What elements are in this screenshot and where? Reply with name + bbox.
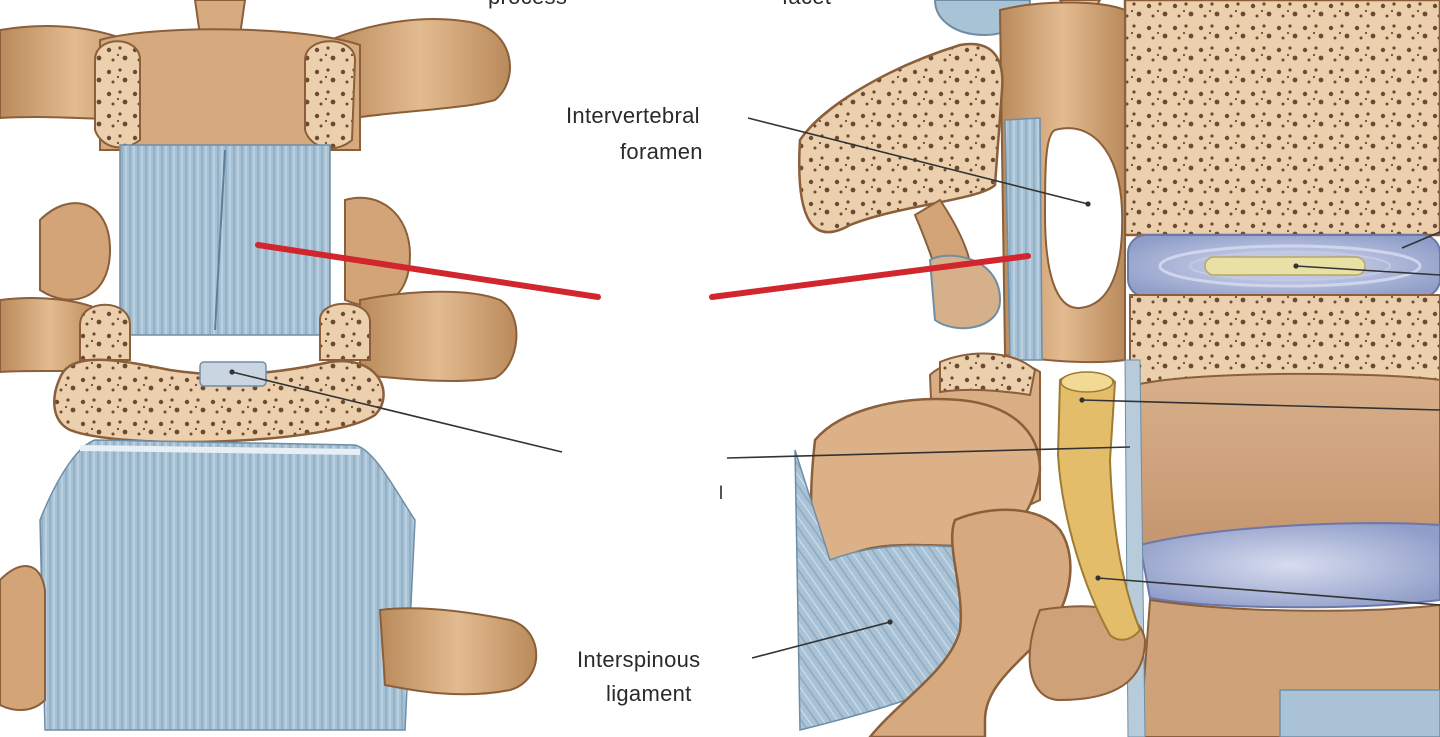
red-marker-right: [709, 253, 1031, 300]
label-facet-partial: facet: [782, 0, 831, 9]
ligamentum-flavum: [119, 144, 331, 336]
leader-line-spinal-cord: [231, 371, 563, 453]
upper-spinous-process-section: [798, 42, 1004, 234]
posterior-view: [0, 0, 538, 731]
leader-line-center: [726, 446, 1131, 459]
label-stray-mark: l: [719, 483, 723, 503]
leader-lines: [231, 117, 1440, 659]
leader-line-lower-nerve: [1097, 577, 1440, 606]
label-intervertebral-line1: Intervertebral: [566, 103, 700, 128]
label-process-partial: process: [488, 0, 567, 9]
label-interspinous-line2: ligament: [606, 681, 692, 706]
leader-line-interspinous-ligament: [751, 621, 891, 659]
label-intervertebral-line2: foramen: [620, 139, 703, 164]
leader-line-nerve-root: [1081, 399, 1440, 411]
cut-vertebral-arch: [53, 358, 385, 444]
nucleus-pulposus: [1204, 256, 1366, 276]
spinal-nerve-root: [1056, 371, 1142, 641]
posterior-longitudinal-ligament: [39, 439, 416, 731]
red-marker-left: [255, 242, 601, 300]
leader-line-disc: [1401, 231, 1440, 249]
upper-vertebral-body: [1123, 0, 1440, 237]
leader-line-nucleus: [1295, 265, 1440, 276]
intervertebral-foramen: [1043, 127, 1124, 310]
label-interspinous-line1: Interspinous: [577, 647, 700, 672]
lateral-view: [794, 0, 1440, 737]
leader-line-intervertebral-foramen: [747, 117, 1089, 205]
